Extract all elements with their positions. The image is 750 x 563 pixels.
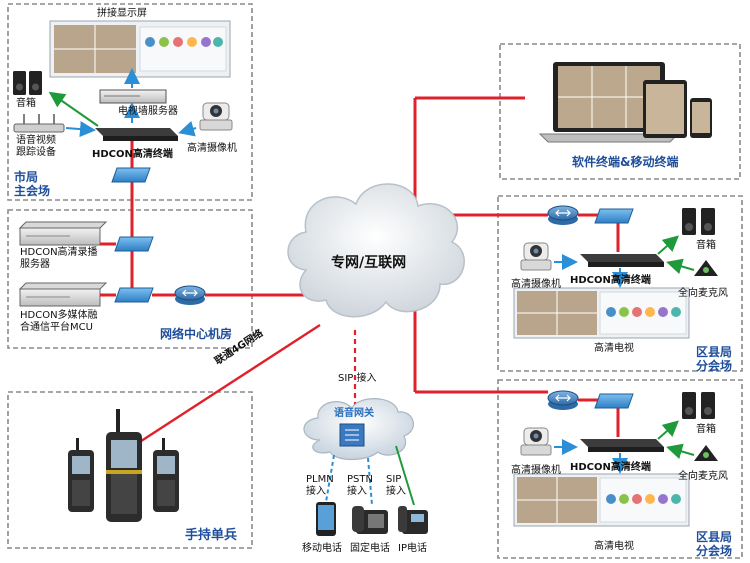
recorder-server-icon: [18, 221, 108, 246]
district-b-camera-label: 高清摄像机: [511, 465, 561, 476]
handheld-radio-icon: [68, 438, 94, 512]
omni-mic-icon: [694, 260, 718, 276]
district-a-title: 区县局 分会场: [696, 345, 733, 373]
red-links: [130, 96, 620, 437]
mobile-phone-label: 移动电话: [302, 543, 342, 554]
video-wall-icon: [49, 20, 231, 78]
mic-tracking-label: 语音视频 跟踪设备: [16, 135, 56, 158]
district-a-mic-label: 全向麦克风: [678, 288, 728, 299]
district-a-camera-label: 高清摄像机: [511, 279, 561, 290]
plmn-link: [325, 454, 335, 503]
mic-to-terminal: [65, 121, 96, 138]
mcu-label: HDCON多媒体融 合通信平台MCU: [20, 310, 98, 333]
mic-to-terminal: [666, 443, 695, 460]
handheld-box: [7, 391, 253, 549]
handheld-title: 手持单兵: [185, 528, 238, 543]
video-wall-label: 拼接显示屏: [97, 8, 147, 19]
gateway-title: 语音网关: [334, 408, 374, 419]
tablet-icon: [643, 80, 687, 138]
mic-to-terminal: [666, 258, 695, 275]
ip-phone-icon: [398, 506, 428, 534]
fixed-phone-icon: [352, 506, 388, 534]
datacenter-title: 网络中心机房: [160, 327, 233, 341]
sip-phone-label: SIP 接入: [386, 474, 406, 497]
speaker-icon: [682, 208, 715, 235]
district-a-terminal-label: HDCON高清终端: [570, 275, 651, 286]
4g-link: [134, 323, 321, 447]
phone-icon: [690, 98, 712, 138]
ip-phone-label: IP电话: [398, 543, 427, 554]
router-icon: [174, 285, 206, 305]
terminal-icon: [580, 254, 664, 267]
district-a-tv-label: 高清电视: [594, 343, 634, 354]
district-b-box: [497, 379, 743, 559]
fixed-phone-label: 固定电话: [350, 543, 390, 554]
camera-to-terminal: [178, 121, 197, 137]
terminal-to-speaker: [48, 91, 99, 127]
camera-icon: [520, 242, 552, 271]
software-title: 软件终端&移动终端: [572, 155, 679, 169]
camera-label: 高清摄像机: [187, 143, 237, 154]
switch-icon: [111, 167, 151, 183]
district-b-terminal-label: HDCON高清终端: [570, 462, 651, 473]
plmn-label: PLMN 接入: [306, 474, 334, 497]
switch-icon: [594, 393, 634, 409]
omni-mic-icon: [694, 445, 718, 461]
city-venue-title: 市局 主会场: [14, 170, 51, 198]
district-a-speaker-label: 音箱: [696, 240, 716, 251]
network-center-label: 专网/互联网: [331, 255, 407, 271]
handheld-radio-icon: [106, 409, 142, 522]
terminal-icon: [580, 439, 664, 452]
handheld-radio-icon: [153, 438, 179, 512]
terminal-to-speaker: [657, 420, 679, 440]
router-icon: [547, 390, 579, 410]
switch-icon: [594, 208, 634, 224]
recorder-label: HDCON高清录播 服务器: [20, 247, 98, 270]
hdtv-icon: [513, 473, 690, 527]
central-cloud: [287, 183, 465, 318]
pstn-label: PSTN 接入: [347, 474, 373, 497]
mobile-phone-icon: [316, 502, 336, 536]
speaker-label: 音箱: [16, 98, 36, 109]
pstn-link: [367, 457, 373, 506]
terminal-icon: [95, 128, 178, 141]
gateway-cloud: [303, 398, 414, 461]
wall-server-icon: [99, 89, 167, 104]
camera-icon: [520, 427, 552, 456]
switch-icon: [114, 287, 154, 303]
wall-server-label: 电视墙服务器: [118, 106, 178, 117]
speaker-icon: [682, 392, 715, 419]
mcu-server-icon: [18, 282, 108, 307]
switch-icon: [114, 236, 154, 252]
district-b-tv-label: 高清电视: [594, 541, 634, 552]
speaker-icon: [13, 71, 42, 95]
software-box: [499, 43, 741, 180]
mic-tracking-icon: [13, 114, 65, 133]
district-b-speaker-label: 音箱: [696, 424, 716, 435]
sip-access-label: SIP 接入: [338, 373, 377, 384]
district-a-box: [497, 195, 743, 372]
city-venue-box: [7, 3, 253, 201]
district-b-mic-label: 全向麦克风: [678, 471, 728, 482]
terminal-to-speaker: [657, 235, 679, 255]
router-icon: [547, 205, 579, 225]
district-b-title: 区县局 分会场: [696, 530, 733, 558]
hdtv-icon: [513, 287, 690, 339]
laptop-icon: [538, 62, 680, 143]
sip-phone-link: [395, 445, 415, 506]
camera-icon: [199, 102, 233, 131]
terminal-label: HDCON高清终端: [92, 149, 173, 160]
datacenter-box: [7, 209, 253, 349]
